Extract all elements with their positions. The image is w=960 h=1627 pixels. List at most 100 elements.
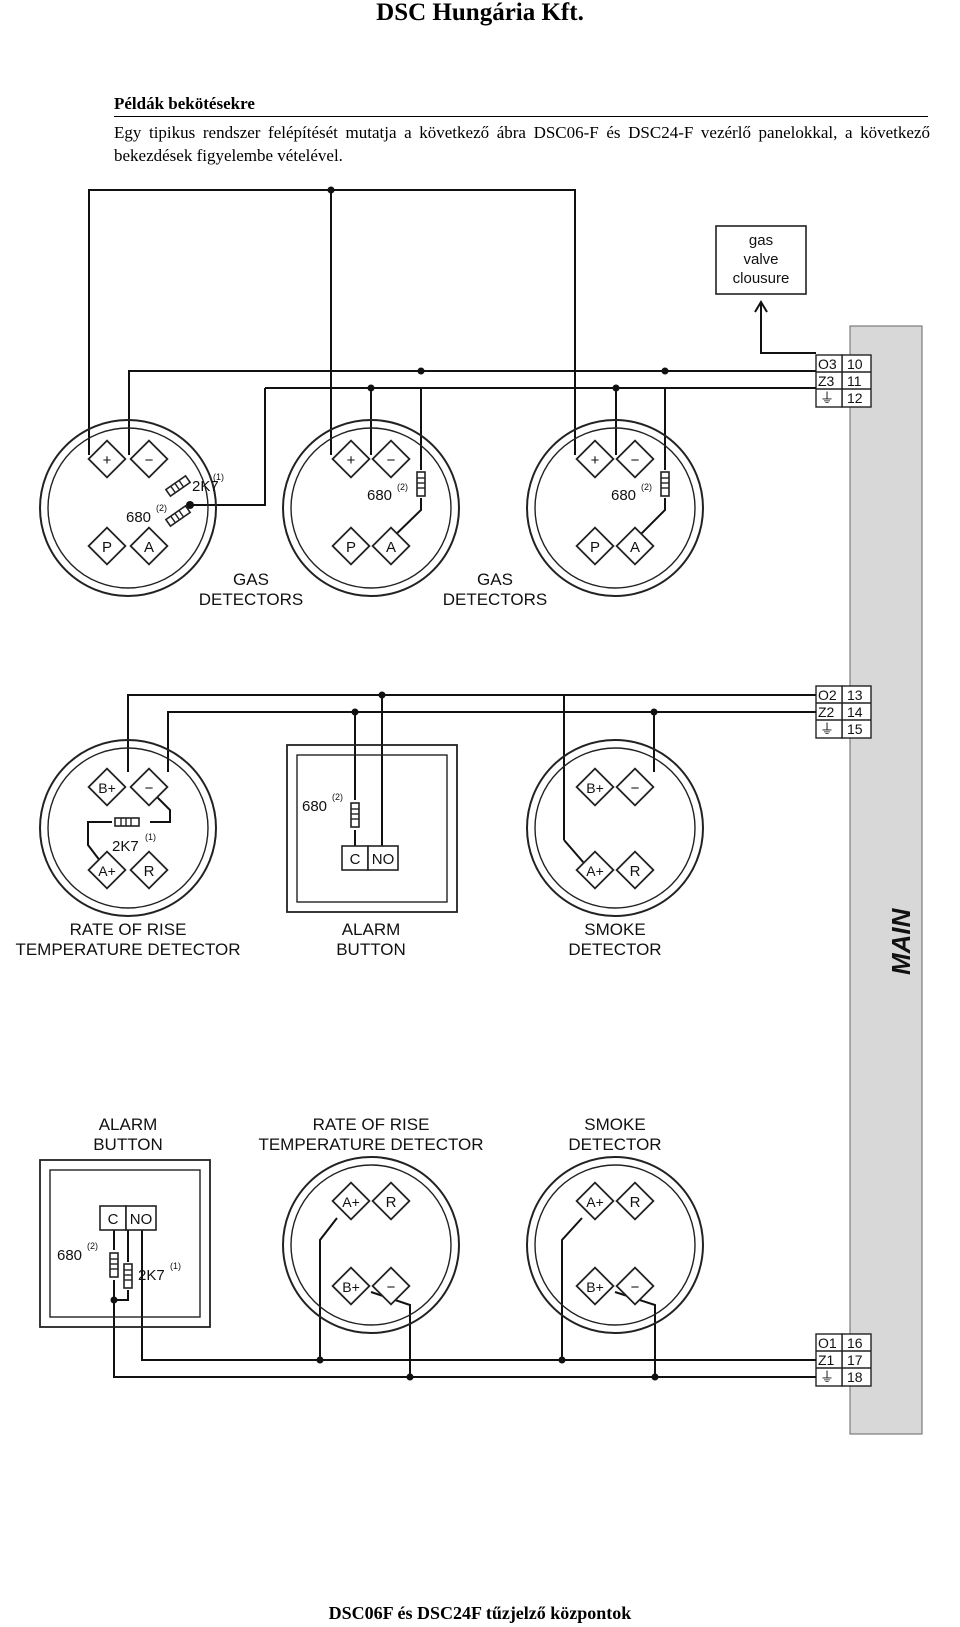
svg-text:P: P [590,539,600,556]
smoke-detector-1: B+ − A+ R [526,739,704,917]
terminal-12: 12 [847,390,863,406]
svg-text:P: P [346,539,356,556]
wiring-middle-zone [87,694,816,871]
terminal-18: 18 [847,1369,863,1385]
svg-text:B+: B+ [342,1279,360,1295]
label-ror-2a: RATE OF RISE [313,1115,430,1134]
label-smoke-2b: DETECTOR [568,1135,661,1154]
terminal-gnd-1: ⏚ [820,390,834,406]
rate-of-rise-detector-1: B+ − A+ R 2K7 (1) [39,739,217,917]
label-gas-detectors-1b: DETECTORS [199,590,304,609]
terminal-11: 11 [847,373,862,389]
svg-text:NO: NO [130,1211,153,1228]
gas-valve-line-2: valve [743,251,778,268]
svg-text:−: − [631,780,640,797]
svg-text:+: + [347,452,356,469]
terminal-16: 16 [847,1335,863,1351]
label-ror-1b: TEMPERATURE DETECTOR [15,940,240,959]
svg-text:680: 680 [57,1247,82,1264]
label-gas-detectors-2b: DETECTORS [443,590,548,609]
terminal-o1: O1 [818,1335,837,1351]
junction-dots-3 [110,1296,659,1381]
junction-dots-2 [351,691,658,716]
svg-text:680: 680 [367,487,392,504]
svg-text:B+: B+ [586,780,604,796]
gas-valve-line-1: gas [749,232,773,249]
svg-text:(2): (2) [156,503,167,513]
svg-text:+: + [103,452,112,469]
rate-of-rise-detector-2: A+ R B+ − [282,1156,460,1334]
svg-text:−: − [145,780,154,797]
svg-text:(2): (2) [87,1241,98,1251]
terminal-block-1 [815,354,872,408]
gas-detector-2: + − P A 680 (2) [282,419,460,597]
label-gas-detectors-1a: GAS [233,570,269,589]
gas-detector-1: + − P A 2K7 (1) 680 (2) [39,419,224,597]
svg-text:−: − [631,1279,640,1296]
svg-text:A: A [630,539,640,556]
title-underline [114,116,928,117]
svg-text:(2): (2) [397,482,408,492]
svg-text:P: P [102,539,112,556]
svg-text:(1): (1) [213,472,224,482]
svg-text:A+: A+ [98,863,116,879]
terminal-gnd-3: ⏚ [820,1369,834,1385]
wiring-bottom-zone [113,1217,816,1378]
svg-text:NO: NO [372,851,395,868]
svg-text:A+: A+ [586,1194,604,1210]
main-panel-label: MAIN [886,907,916,975]
svg-text:A: A [144,539,154,556]
svg-text:680: 680 [126,509,151,526]
section-title: Példák bekötésekre [114,94,255,113]
svg-text:2K7: 2K7 [112,838,139,855]
terminal-z2: Z2 [818,704,835,720]
svg-text:2K7: 2K7 [192,478,219,495]
label-ror-2b: TEMPERATURE DETECTOR [258,1135,483,1154]
terminal-z3: Z3 [818,373,835,389]
label-gas-detectors-2a: GAS [477,570,513,589]
svg-text:+: + [591,452,600,469]
intro-paragraph: Egy tipikus rendszer felépítését mutatja… [114,123,930,165]
svg-text:A: A [386,539,396,556]
label-smoke-1a: SMOKE [584,920,645,939]
gas-valve-box [715,225,807,295]
svg-text:R: R [630,863,641,880]
page-footer: DSC06F és DSC24F tűzjelző központok [328,1603,632,1623]
gas-valve-line-3: clousure [733,270,790,287]
svg-text:B+: B+ [586,1279,604,1295]
svg-text:A+: A+ [342,1194,360,1210]
label-smoke-2a: SMOKE [584,1115,645,1134]
label-smoke-1b: DETECTOR [568,940,661,959]
svg-text:B+: B+ [98,780,116,796]
svg-text:−: − [145,452,154,469]
label-ror-1a: RATE OF RISE [70,920,187,939]
svg-text:C: C [350,851,361,868]
terminal-block-3 [815,1333,872,1387]
alarm-button-1: 680 (2) C NO [286,744,458,913]
svg-text:(2): (2) [332,792,343,802]
terminal-gnd-2: ⏚ [820,721,834,737]
svg-text:R: R [144,863,155,880]
smoke-detector-2: A+ R B+ − [526,1156,704,1334]
label-alarm-2a: ALARM [99,1115,158,1134]
svg-text:(2): (2) [641,482,652,492]
terminal-z1: Z1 [818,1352,835,1368]
svg-text:R: R [630,1194,641,1211]
junction-dots-1 [186,186,669,509]
gas-detector-3: + − P A 680 (2) [526,419,704,597]
terminal-15: 15 [847,721,863,737]
svg-text:A+: A+ [586,863,604,879]
svg-text:680: 680 [302,798,327,815]
company-header: DSC Hungária Kft. [376,0,584,26]
terminal-10: 10 [847,356,863,372]
terminal-14: 14 [847,704,863,720]
svg-text:−: − [631,452,640,469]
svg-text:2K7: 2K7 [138,1267,165,1284]
terminal-13: 13 [847,687,863,703]
svg-text:−: − [387,1279,396,1296]
terminal-o2: O2 [818,687,837,703]
svg-text:R: R [386,1194,397,1211]
svg-text:C: C [108,1211,119,1228]
svg-text:(1): (1) [170,1261,181,1271]
